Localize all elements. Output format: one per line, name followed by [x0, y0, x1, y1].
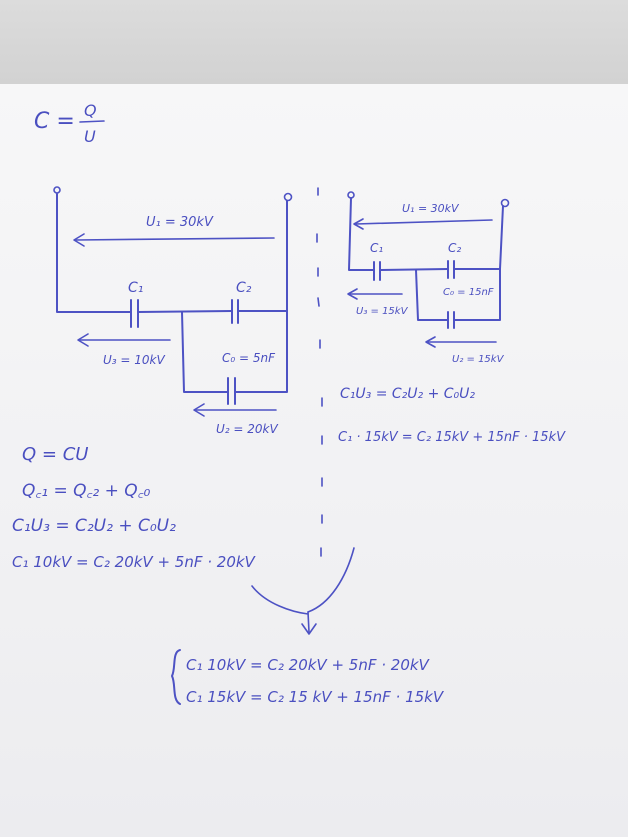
right-c0-label: C₀ = 15nF	[443, 287, 494, 298]
system-line2: C₁ 15kV = C₂ 15 kV + 15nF · 15kV	[186, 688, 445, 706]
right-circuit: U₁ = 30kV C₁ C₂ C₀ = 15nF U₃ = 15kV U₂ =…	[347, 191, 510, 365]
left-u1-label: U₁ = 30kV	[146, 215, 214, 230]
arrow-from-right	[307, 547, 355, 613]
eq-q-cu: Q = CU	[22, 444, 88, 465]
formula-denominator: U	[84, 127, 96, 146]
eq-c1u3: C₁U₃ = C₂U₂ + C₀U₂	[12, 516, 176, 536]
formula-lhs: C =	[34, 109, 75, 134]
arrow-head	[301, 623, 317, 635]
right-u2-label: U₂ = 15kV	[452, 354, 505, 365]
left-c0-label: C₀ = 5nF	[222, 351, 276, 365]
right-c1-label: C₁	[370, 241, 383, 255]
arrow-from-left	[251, 585, 309, 615]
left-circuit: U₁ = 30kV C₁ C₂ U₃ = 10kV C₀ = 5nF U₂ = …	[53, 186, 293, 436]
divider-dashes	[316, 187, 323, 557]
left-terminal-a	[53, 186, 61, 194]
left-c2-label: C₂	[236, 280, 252, 296]
system-line1: C₁ 10kV = C₂ 20kV + 5nF · 20kV	[186, 656, 431, 674]
paper-sheet	[0, 84, 628, 837]
right-u3-label: U₃ = 15kV	[356, 306, 409, 317]
left-u3-label: U₃ = 10kV	[103, 353, 165, 367]
right-eq-line2: C₁ · 15kV = C₂ 15kV + 15nF · 15kV	[338, 430, 566, 445]
fraction-bar	[79, 120, 105, 123]
eq-charges: Q꜀₁ = Q꜀₂ + Q꜀₀	[22, 481, 151, 501]
right-u1-label: U₁ = 30kV	[402, 202, 460, 215]
right-eq-line1: C₁U₃ = C₂U₂ + C₀U₂	[340, 386, 475, 402]
right-terminal-b	[500, 198, 510, 208]
arrow-stem	[307, 611, 310, 633]
left-c1-label: C₁	[128, 280, 143, 296]
left-u2-label: U₂ = 20kV	[216, 422, 278, 436]
left-terminal-b	[283, 192, 293, 202]
eq-c1-10kv: C₁ 10kV = C₂ 20kV + 5nF · 20kV	[12, 553, 257, 571]
system-brace	[171, 649, 181, 705]
formula-numerator: Q	[84, 101, 97, 120]
right-c2-label: C₂	[448, 241, 461, 255]
